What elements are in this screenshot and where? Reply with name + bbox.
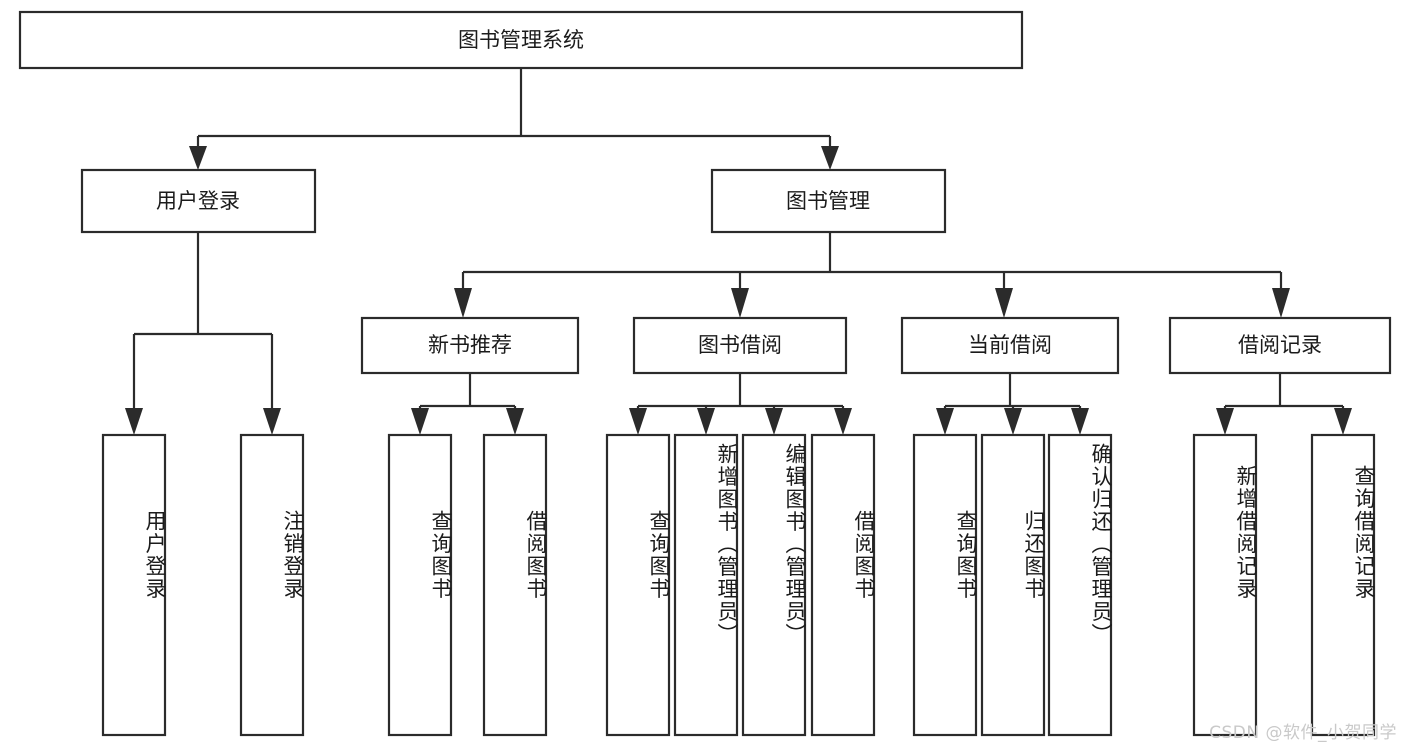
node-leaf-add-book[interactable]: [673, 433, 739, 737]
connector-layer: [125, 68, 1352, 435]
node-user-login[interactable]: [80, 168, 317, 234]
node-borrow-record-label: 借阅记录: [1238, 333, 1322, 357]
arrowhead-leaf-query-record: [1334, 408, 1352, 435]
arrowhead-leaf-borrow-book-2: [834, 408, 852, 435]
arrowhead-leaf-user-login: [125, 408, 143, 435]
node-book-borrow-label: 图书借阅: [698, 333, 782, 357]
node-book-manage-label: 图书管理: [786, 189, 870, 213]
node-leaf-confirm-return[interactable]: [1047, 433, 1113, 737]
node-root-label: 图书管理系统: [458, 28, 584, 52]
arrowhead-current-borrow: [995, 288, 1013, 318]
arrowhead-leaf-add-book: [697, 408, 715, 435]
arrowhead-leaf-logout-login: [263, 408, 281, 435]
node-borrow-record[interactable]: [1168, 316, 1392, 375]
node-leaf-query-book-3[interactable]: [912, 433, 978, 737]
node-leaf-borrow-book-2[interactable]: [810, 433, 876, 737]
node-current-borrow[interactable]: [900, 316, 1120, 375]
node-new-book-recommend-label: 新书推荐: [428, 333, 512, 357]
arrowhead-book-manage: [821, 146, 839, 170]
node-layer: 图书管理系统 用户登录 图书管理 新书推荐 图书借阅 当前借阅 借阅记录: [18, 10, 1392, 737]
node-book-manage[interactable]: [710, 168, 947, 234]
node-new-book-recommend[interactable]: [360, 316, 580, 375]
node-current-borrow-label: 当前借阅: [968, 333, 1052, 357]
node-leaf-borrow-book-1[interactable]: [482, 433, 548, 737]
node-book-borrow[interactable]: [632, 316, 848, 375]
arrowhead-leaf-confirm-return: [1071, 408, 1089, 435]
node-leaf-user-login[interactable]: [101, 433, 167, 737]
arrowhead-leaf-query-book-3: [936, 408, 954, 435]
node-leaf-logout-login[interactable]: [239, 433, 305, 737]
arrowhead-leaf-borrow-book-1: [506, 408, 524, 435]
arrowhead-leaf-edit-book: [765, 408, 783, 435]
arrowhead-leaf-add-record: [1216, 408, 1234, 435]
arrowhead-leaf-query-book-2: [629, 408, 647, 435]
arrowhead-leaf-return-book: [1004, 408, 1022, 435]
node-leaf-return-book[interactable]: [980, 433, 1046, 737]
arrowhead-user-login: [189, 146, 207, 170]
node-leaf-query-book-1[interactable]: [387, 433, 453, 737]
node-leaf-add-record[interactable]: [1192, 433, 1258, 737]
arrowhead-leaf-query-book-1: [411, 408, 429, 435]
node-root[interactable]: [18, 10, 1024, 70]
node-leaf-edit-book[interactable]: [741, 433, 807, 737]
arrowhead-new-book-recommend: [454, 288, 472, 318]
node-leaf-query-book-2[interactable]: [605, 433, 671, 737]
node-user-login-label: 用户登录: [156, 189, 240, 213]
arrowhead-borrow-record: [1272, 288, 1290, 318]
node-leaf-query-record[interactable]: [1310, 433, 1376, 737]
csdn-watermark: CSDN @软件_小贺同学: [1209, 723, 1397, 743]
arrowhead-book-borrow: [731, 288, 749, 318]
